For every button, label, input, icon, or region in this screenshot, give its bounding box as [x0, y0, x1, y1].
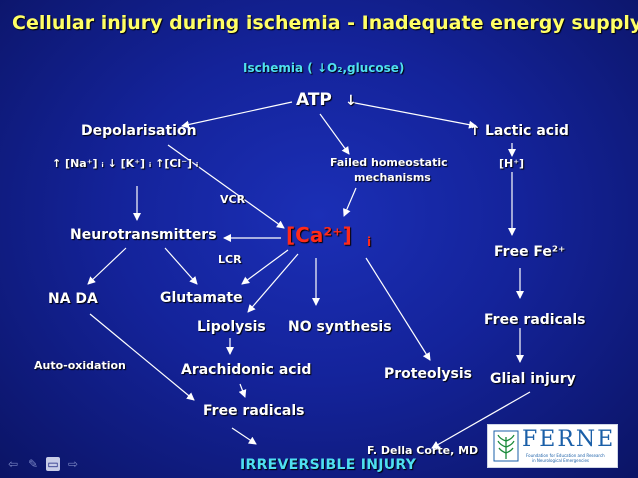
ferne-subtitle-line1: Foundation for Education and Research	[526, 453, 605, 458]
lactic-increase-arrow: ↑	[469, 123, 481, 139]
slide-title: Cellular injury during ischemia - Inadeq…	[12, 12, 638, 34]
arrow-free-radicals-to-irreversible	[231, 427, 257, 445]
ferne-emblem-icon	[493, 430, 519, 462]
atp-label: ATP	[296, 90, 332, 110]
arrow-left-icon[interactable]: ⇦	[7, 457, 19, 471]
pen-icon[interactable]: ✎	[27, 457, 39, 471]
arachidonic-acid-label: Arachidonic acid	[181, 362, 312, 378]
lcr-label: LCR	[218, 253, 242, 266]
arrow-atp-to-failed-homeostatic	[319, 113, 350, 155]
arrow-failed-to-calcium	[343, 187, 357, 217]
arrow-calcium-to-proteolysis	[365, 257, 431, 361]
arrow-na-da-to-free-radicals	[89, 313, 195, 401]
ferne-logo: FERNE Foundation for Education and Resea…	[487, 424, 618, 468]
glial-injury-label: Glial injury	[490, 371, 576, 387]
h-plus-label: [H⁺]	[499, 157, 525, 170]
depolarisation-label: Depolarisation	[81, 123, 197, 139]
lipolysis-label: Lipolysis	[197, 319, 266, 335]
arrow-depolarisation-to-calcium	[167, 144, 285, 229]
free-fe-label: Free Fe²⁺	[494, 244, 566, 260]
arrow-right-icon[interactable]: ⇨	[67, 457, 79, 471]
failed-homeostatic-line1: Failed homeostatic	[330, 156, 448, 169]
ferne-subtitle-line2: in Neurological Emergencies	[532, 458, 590, 463]
arrow-arachidonic-to-free-radicals	[238, 383, 247, 398]
arrow-neuro-to-glutamate	[164, 247, 198, 285]
arrow-calcium-to-glutamate	[241, 249, 289, 285]
na-da-label: NA DA	[48, 291, 98, 307]
proteolysis-label: Proteolysis	[384, 366, 472, 382]
arrow-calcium-to-lipolysis	[247, 253, 299, 313]
atp-decrease-arrow: ↓	[345, 93, 357, 109]
slide-navigation: ⇦ ✎ ▭ ⇨	[6, 457, 80, 471]
ischemia-label: Ischemia ( ↓O₂,glucose)	[243, 61, 405, 75]
ion-changes-label: ↑ [Na⁺] ᵢ ↓ [K⁺] ᵢ ↑[Cl⁻] ᵢ	[52, 157, 199, 170]
calcium-label: [Ca²⁺]	[286, 223, 352, 247]
arrow-glial-to-irreversible	[431, 391, 531, 449]
arrow-atp-to-depolarisation	[181, 101, 293, 129]
failed-homeostatic-line2: mechanisms	[354, 171, 431, 184]
screen-icon[interactable]: ▭	[46, 457, 60, 471]
neurotransmitters-label: Neurotransmitters	[70, 227, 217, 243]
arrow-neuro-to-na-da	[87, 247, 127, 285]
vcr-label: VCR	[220, 193, 246, 206]
free-radicals-center-label: Free radicals	[203, 403, 305, 419]
free-radicals-right-label: Free radicals	[484, 312, 586, 328]
ferne-logo-text: FERNE	[522, 427, 616, 452]
no-synthesis-label: NO synthesis	[288, 319, 392, 335]
irreversible-injury-label: IRREVERSIBLE INJURY	[240, 457, 417, 473]
calcium-subscript: i	[367, 235, 372, 249]
lactic-acid-label: Lactic acid	[485, 123, 569, 139]
author-label: F. Della Corte, MD	[367, 444, 479, 457]
glutamate-label: Glutamate	[160, 290, 243, 306]
arrow-atp-to-lactic-acid	[349, 101, 477, 129]
auto-oxidation-label: Auto-oxidation	[34, 359, 126, 372]
